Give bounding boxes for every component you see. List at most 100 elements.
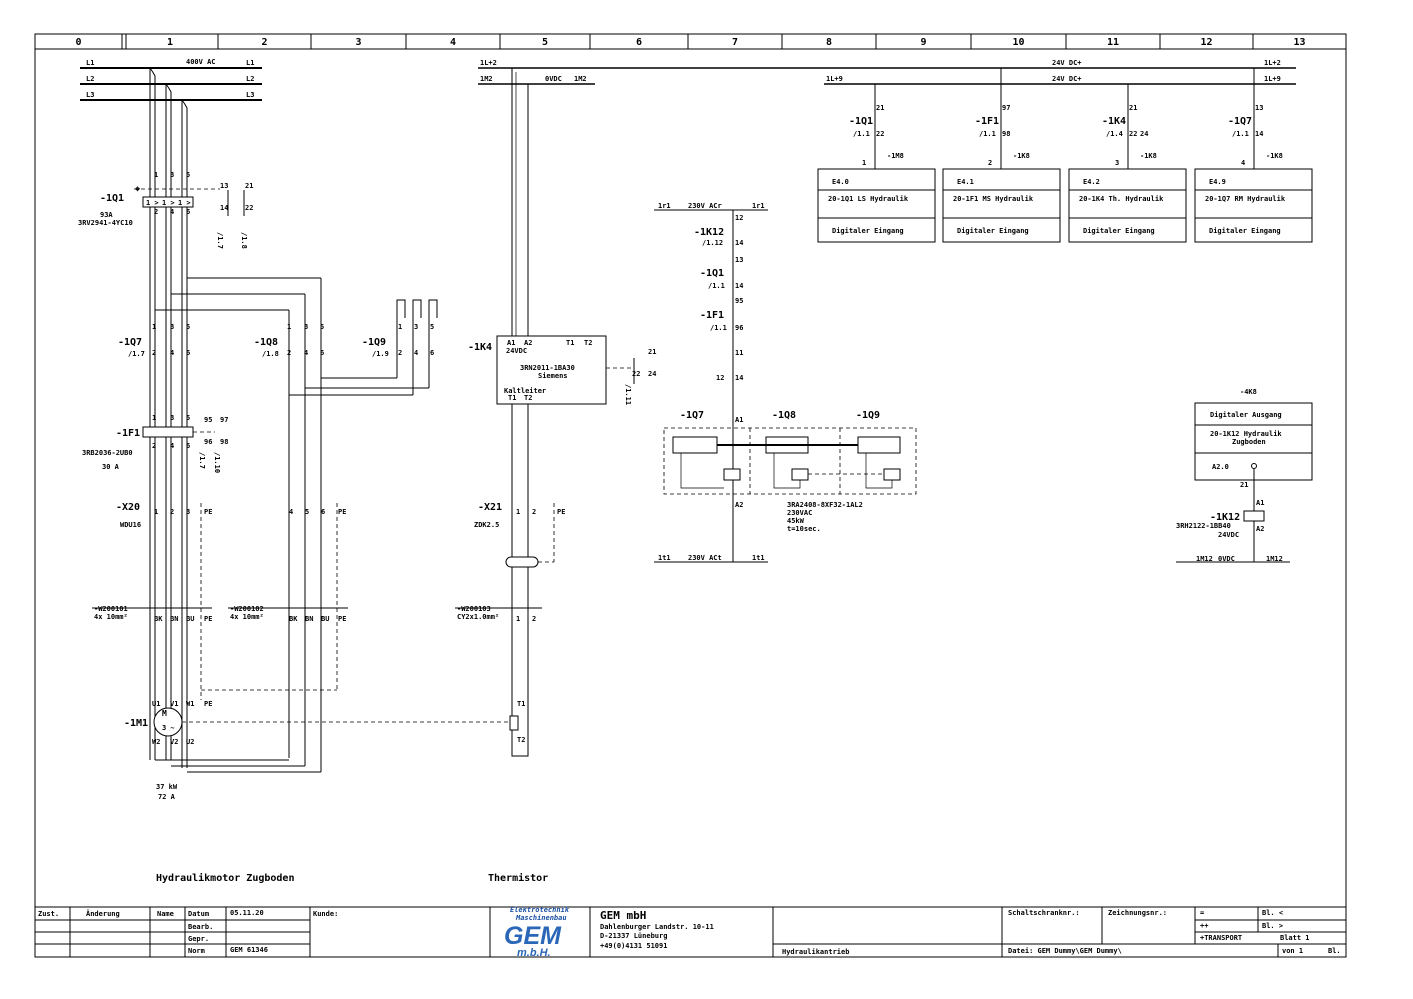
svg-text:1: 1	[152, 414, 156, 422]
svg-text:0VDC: 0VDC	[545, 75, 562, 83]
svg-text:20-1F1 MS Hydraulik: 20-1F1 MS Hydraulik	[953, 195, 1034, 203]
svg-text:/1.1: /1.1	[979, 130, 996, 138]
svg-text:2: 2	[988, 159, 992, 167]
svg-text:m.b.H.: m.b.H.	[517, 947, 551, 959]
svg-text:4: 4	[289, 508, 293, 516]
svg-text:/1.9: /1.9	[372, 350, 389, 358]
svg-text:Name: Name	[157, 910, 174, 918]
svg-text:95: 95	[204, 416, 212, 424]
svg-text:ZDK2.5: ZDK2.5	[474, 521, 499, 529]
column-number: 2	[261, 37, 267, 48]
svg-text:GEM 61346: GEM 61346	[230, 946, 268, 954]
svg-text:A2: A2	[1256, 525, 1264, 533]
ctrl-1k12-tag: -1K12	[694, 227, 724, 238]
svg-text:98: 98	[1002, 130, 1010, 138]
svg-text:6: 6	[186, 208, 190, 216]
svg-text:-1K8: -1K8	[1140, 152, 1157, 160]
svg-text:Zeichnungsnr.:: Zeichnungsnr.:	[1108, 909, 1167, 917]
svg-text:Digitaler Eingang: Digitaler Eingang	[1083, 227, 1155, 235]
svg-text:24: 24	[648, 370, 656, 378]
terminal-x21-tag: -X21	[478, 502, 502, 513]
relay-1k4-tag: -1K4	[468, 342, 492, 353]
ctrl-1f1-tag: -1F1	[700, 310, 724, 321]
svg-text:T1: T1	[566, 339, 574, 347]
svg-text:21: 21	[1129, 104, 1137, 112]
svg-text:Datum: Datum	[188, 910, 209, 918]
svg-text:05.11.20: 05.11.20	[230, 909, 264, 917]
svg-text:-W200103: -W200103	[457, 605, 491, 613]
svg-text:1: 1	[154, 508, 158, 516]
supply-l3: L3	[86, 91, 94, 99]
column-number: 8	[826, 37, 832, 48]
svg-text:3RA2408-8XF32-1AL2: 3RA2408-8XF32-1AL2	[787, 501, 863, 509]
svg-text:Digitaler Eingang: Digitaler Eingang	[1209, 227, 1281, 235]
svg-text:230V ACt: 230V ACt	[688, 554, 722, 562]
svg-text:Kunde:: Kunde:	[313, 910, 338, 918]
svg-text:24V DC+: 24V DC+	[1052, 75, 1082, 83]
svg-text:-1Q7: -1Q7	[1228, 116, 1252, 127]
svg-text:4: 4	[1241, 159, 1245, 167]
svg-text:3: 3	[1115, 159, 1119, 167]
svg-text:21: 21	[876, 104, 884, 112]
svg-text:E4.2: E4.2	[1083, 178, 1100, 186]
svg-text:/1.11: /1.11	[624, 384, 632, 405]
column-number: 9	[920, 37, 926, 48]
svg-text:/1.4: /1.4	[1106, 130, 1123, 138]
svg-text:5: 5	[186, 171, 190, 179]
svg-text:14: 14	[1255, 130, 1263, 138]
svg-text:PE: PE	[338, 508, 346, 516]
svg-text:-W200102: -W200102	[230, 605, 264, 613]
svg-text:13: 13	[1255, 104, 1263, 112]
svg-text:14: 14	[220, 204, 228, 212]
sheet-frame	[34, 33, 1347, 958]
svg-text:6: 6	[186, 349, 190, 357]
svg-text:Gepr.: Gepr.	[188, 935, 209, 943]
svg-text:2: 2	[152, 349, 156, 357]
column-number: 1	[167, 37, 173, 48]
svg-text:24VDC: 24VDC	[1218, 531, 1239, 539]
terminal-x20-tag: -X20	[116, 502, 140, 513]
svg-text:+49(0)4131 51091: +49(0)4131 51091	[600, 942, 667, 950]
digital-output: -4K8 Digitaler Ausgang 20-1K12 Hydraulik…	[1176, 388, 1313, 563]
contactor-1q7-tag: -1Q7	[118, 337, 142, 348]
overload-1f1-tag: -1F1	[116, 428, 140, 439]
svg-text:22: 22	[632, 370, 640, 378]
svg-text:Kaltleiter: Kaltleiter	[504, 387, 546, 395]
ctrl-1q7-tag: -1Q7	[680, 410, 704, 421]
svg-text:-1K8: -1K8	[1266, 152, 1283, 160]
svg-text:/1.12: /1.12	[702, 239, 723, 247]
column-number: 6	[636, 37, 642, 48]
terminal-x20: -X20 WDU16 1 2 3 PE 4 5 6 PE	[116, 502, 346, 700]
svg-text:BN: BN	[305, 615, 313, 623]
svg-text:Bl.: Bl.	[1328, 947, 1341, 955]
control-230v: 1r1 230V ACr 1r1 -1K12 /1.12 12 14 -1Q1 …	[654, 202, 917, 563]
svg-text:Bearb.: Bearb.	[188, 923, 213, 931]
svg-text:14: 14	[735, 282, 743, 290]
svg-text:3: 3	[414, 323, 418, 331]
svg-text:von 1: von 1	[1282, 947, 1303, 955]
svg-text:3RN2011-1BA30: 3RN2011-1BA30	[520, 364, 575, 372]
svg-text:-1F1: -1F1	[975, 116, 999, 127]
svg-text:/1.7: /1.7	[198, 452, 206, 469]
svg-text:14: 14	[735, 239, 743, 247]
svg-text:24VDC: 24VDC	[506, 347, 527, 355]
svg-text:V2: V2	[170, 738, 178, 746]
svg-text:Bl. <: Bl. <	[1262, 909, 1283, 917]
svg-text:U1: U1	[152, 700, 160, 708]
svg-text:Elektrotechnik: Elektrotechnik	[510, 906, 570, 914]
svg-text:WDU16: WDU16	[120, 521, 141, 529]
contactor-1q8-tag: -1Q8	[254, 337, 278, 348]
svg-text:3RV2941-4YC10: 3RV2941-4YC10	[78, 219, 133, 227]
svg-text:21: 21	[245, 182, 253, 190]
column-number: 0	[75, 37, 81, 48]
svg-text:U2: U2	[186, 738, 194, 746]
svg-text:21: 21	[1240, 481, 1248, 489]
svg-text:PE: PE	[204, 508, 212, 516]
svg-text:4: 4	[170, 208, 174, 216]
title-block: Zust. Änderung Name Datum 05.11.20 Bearb…	[35, 906, 1346, 959]
svg-text:24V DC+: 24V DC+	[1052, 59, 1082, 67]
